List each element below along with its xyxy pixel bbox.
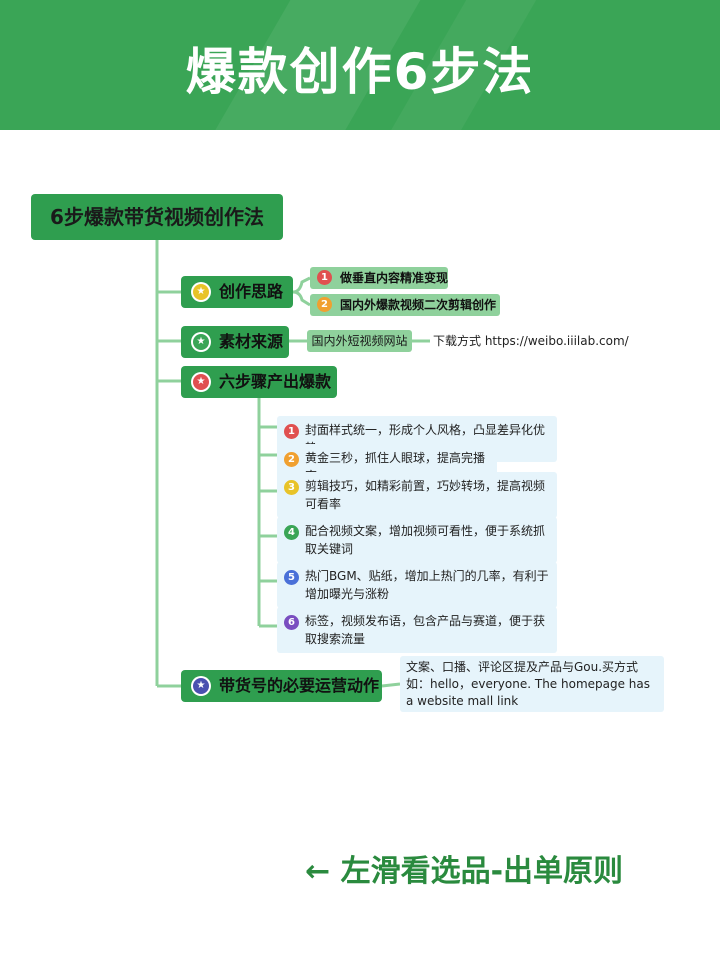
branch-creative-ideas: ★ 创作思路 bbox=[181, 276, 293, 308]
number-badge-icon: 2 bbox=[284, 452, 299, 467]
idea-item-2: 2 国内外爆款视频二次剪辑创作 bbox=[310, 294, 500, 316]
idea-item-text: 国内外爆款视频二次剪辑创作 bbox=[340, 298, 497, 312]
number-badge-icon: 5 bbox=[284, 570, 299, 585]
step-item-text: 标签，视频发布语，包含产品与赛道，便于获取搜索流量 bbox=[305, 614, 546, 646]
mindmap-root: 6步爆款带货视频创作法 bbox=[31, 194, 283, 240]
branch-label: 带货号的必要运营动作 bbox=[219, 676, 380, 695]
step-item-text: 热门BGM、贴纸，增加上热门的几率，有利于增加曝光与涨粉 bbox=[305, 569, 549, 601]
star-icon: ★ bbox=[191, 676, 211, 696]
number-badge-icon: 3 bbox=[284, 480, 299, 495]
source-item: 国内外短视频网站 bbox=[307, 330, 412, 352]
step-item-text: 剪辑技巧，如精彩前置，巧妙转场，提高视频可看率 bbox=[305, 479, 546, 511]
header-banner: 爆款创作6步法 bbox=[0, 0, 720, 130]
operations-note: 文案、口播、评论区提及产品与Gou.买方式 如：hello，everyone. … bbox=[400, 656, 664, 712]
step-item-5: 5 热门BGM、贴纸，增加上热门的几率，有利于增加曝光与涨粉 bbox=[277, 562, 557, 608]
step-item-3: 3 剪辑技巧，如精彩前置，巧妙转场，提高视频可看率 bbox=[277, 472, 557, 518]
number-badge-icon: 6 bbox=[284, 615, 299, 630]
branch-label: 六步骤产出爆款 bbox=[219, 372, 332, 391]
branch-label: 创作思路 bbox=[219, 282, 284, 301]
star-icon: ★ bbox=[191, 372, 211, 392]
branch-label: 素材来源 bbox=[219, 332, 284, 351]
number-badge-icon: 1 bbox=[317, 270, 332, 285]
idea-item-1: 1 做垂直内容精准变现 bbox=[310, 267, 448, 289]
download-method: 下载方式 https://weibo.iiilab.com/ bbox=[433, 334, 629, 348]
branch-six-steps: ★ 六步骤产出爆款 bbox=[181, 366, 337, 398]
step-item-4: 4 配合视频文案，增加视频可看性，便于系统抓取关键词 bbox=[277, 517, 557, 563]
step-item-text: 配合视频文案，增加视频可看性，便于系统抓取关键词 bbox=[305, 524, 546, 556]
number-badge-icon: 4 bbox=[284, 525, 299, 540]
star-icon: ★ bbox=[191, 282, 211, 302]
branch-material-sources: ★ 素材来源 bbox=[181, 326, 289, 358]
idea-item-text: 做垂直内容精准变现 bbox=[340, 271, 449, 285]
number-badge-icon: 2 bbox=[317, 297, 332, 312]
step-item-6: 6 标签，视频发布语，包含产品与赛道，便于获取搜索流量 bbox=[277, 607, 557, 653]
branch-operations: ★ 带货号的必要运营动作 bbox=[181, 670, 382, 702]
number-badge-icon: 1 bbox=[284, 424, 299, 439]
star-icon: ★ bbox=[191, 332, 211, 352]
swipe-left-link[interactable]: ← 左滑看选品-出单原则 bbox=[305, 854, 624, 889]
